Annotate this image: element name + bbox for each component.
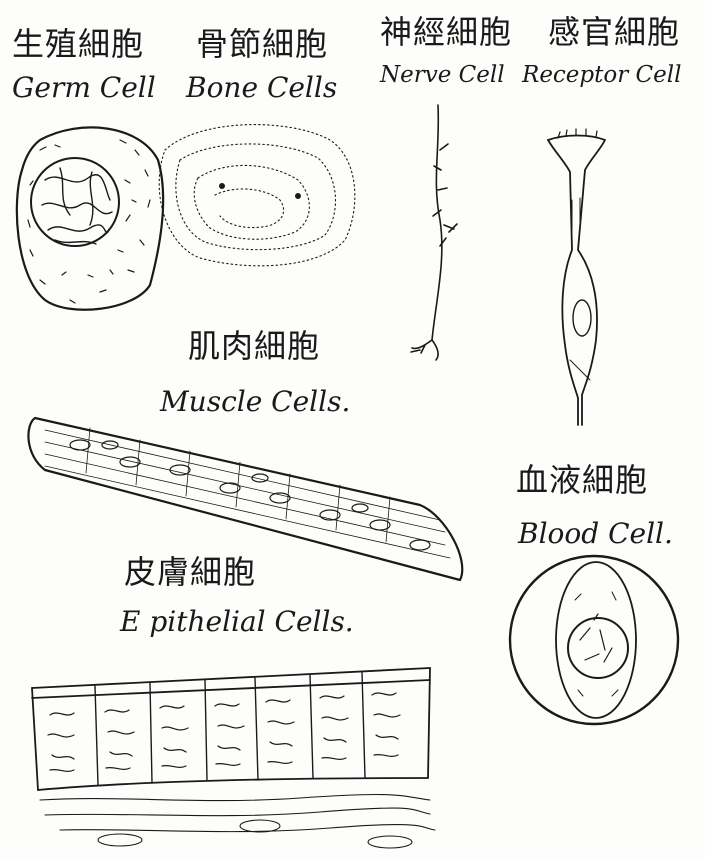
receptor-cell-drawing (548, 129, 605, 425)
germ-cell-chinese-label: 生殖細胞 (12, 28, 144, 60)
blood-cell-label: Blood Cell. (518, 520, 673, 548)
bone-cells-chinese-label: 骨節細胞 (196, 28, 328, 60)
germ-cell-drawing (17, 127, 163, 309)
blood-cell-chinese-label: 血液細胞 (516, 464, 648, 496)
muscle-cells-chinese-label: 肌肉細胞 (188, 330, 320, 362)
epithelial-cells-label: E pithelial Cells. (120, 608, 354, 636)
receptor-cell-label: Receptor Cell (522, 64, 681, 87)
muscle-cells-label: Muscle Cells. (160, 388, 350, 416)
bone-cells-label: Bone Cells (186, 74, 337, 102)
blood-cell-drawing (510, 556, 678, 724)
nerve-cell-drawing (411, 105, 457, 360)
germ-cell-label: Germ Cell (12, 74, 156, 102)
nerve-cell-label: Nerve Cell (380, 64, 505, 87)
bone-cells-drawing (159, 125, 355, 266)
nerve-cell-chinese-label: 神經細胞 (380, 16, 512, 48)
receptor-cell-chinese-label: 感官細胞 (548, 16, 680, 48)
epithelial-cells-drawing (32, 668, 435, 848)
epithelial-cells-chinese-label: 皮膚細胞 (124, 556, 256, 588)
